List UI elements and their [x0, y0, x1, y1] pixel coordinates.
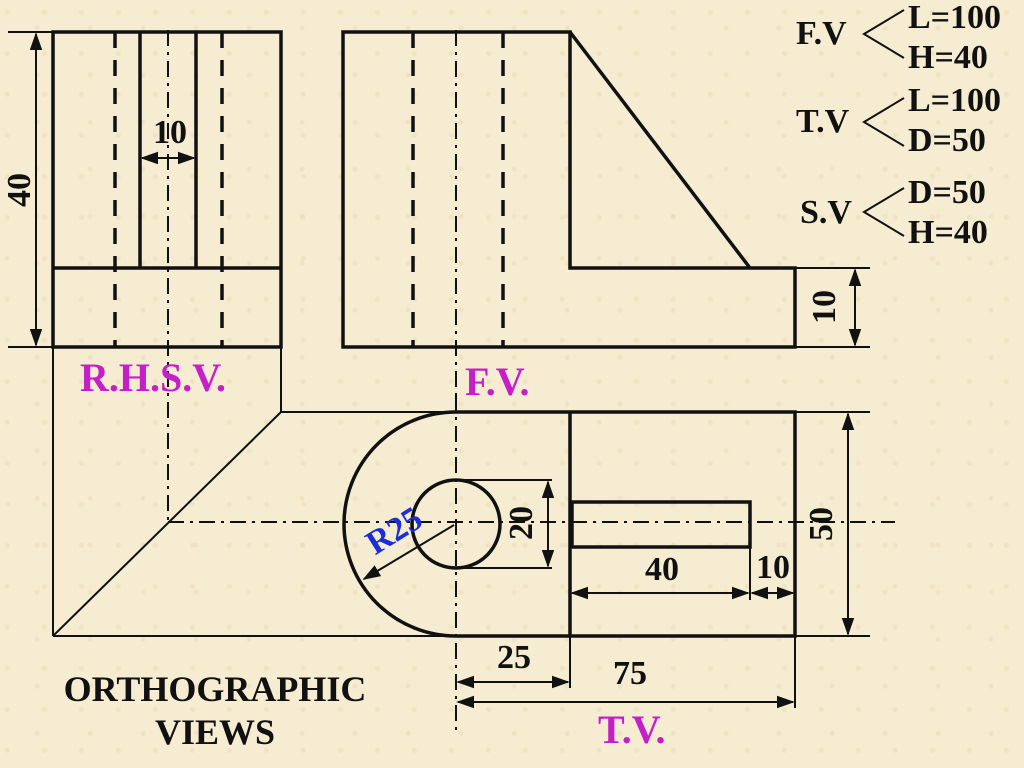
radius-leader	[362, 524, 455, 580]
front-view: 10	[341, 30, 870, 395]
end-width-dimension: 10	[756, 549, 790, 586]
side-view: 40 10	[1, 30, 283, 522]
spec-tv-depth: D=50	[908, 122, 986, 159]
length-dimension: 75	[613, 655, 647, 692]
top-view-outline	[342, 410, 797, 638]
spec-bracket-sv	[862, 187, 905, 237]
spec-fv-label: F.V	[796, 15, 847, 52]
spec-fv-length: L=100	[908, 0, 1002, 36]
spec-sv-label: S.V	[800, 194, 852, 231]
rhsv-label: R.H.S.V.	[80, 355, 226, 400]
spec-bracket-tv	[862, 97, 905, 147]
drawing-title: ORTHOGRAPHIC VIEWS	[20, 668, 410, 754]
slot-length-dimension: 40	[645, 551, 679, 588]
center-distance-dimension: 25	[497, 639, 531, 676]
spec-sv-height: H=40	[908, 214, 988, 251]
hole-diameter-dimension: 20	[503, 506, 540, 540]
tv-label: T.V.	[598, 707, 666, 752]
projection-lines	[52, 347, 456, 637]
spec-fv-height: H=40	[908, 39, 988, 76]
spec-bracket-fv	[862, 9, 905, 59]
spec-tv-label: T.V	[796, 103, 850, 140]
spec-sv-depth: D=50	[908, 174, 986, 211]
spec-brackets	[862, 9, 905, 237]
depth-dimension: 50	[803, 507, 840, 541]
front-view-outline	[341, 30, 797, 349]
base-height-dimension: 10	[806, 290, 843, 324]
title-line-2: VIEWS	[154, 712, 276, 753]
fv-label: F.V.	[465, 359, 530, 404]
rib-slant-edge	[568, 30, 752, 270]
height-dimension: 40	[1, 173, 38, 207]
spec-tv-length: L=100	[908, 82, 1002, 119]
title-line-1: ORTHOGRAPHIC	[63, 669, 367, 709]
miter-line	[52, 411, 282, 637]
slot-outline	[570, 500, 752, 549]
radius-dimension: R25	[360, 500, 429, 562]
slot-width-dimension: 10	[153, 114, 187, 151]
